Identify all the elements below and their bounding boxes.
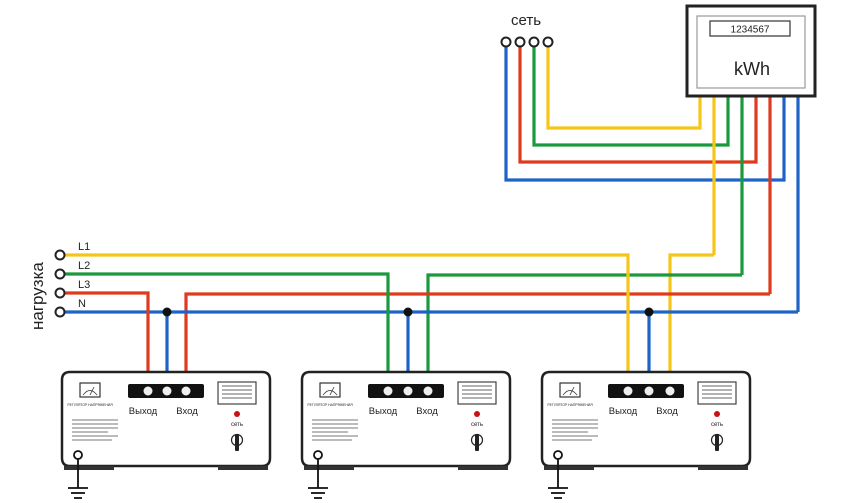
vent-grille [697,381,737,405]
grid-terminal [542,36,554,48]
ground-symbol [68,450,88,499]
ground-symbol [308,450,328,499]
info-text-lines [72,419,118,441]
line-label-l3: L3 [78,279,90,291]
load-terminal-l1 [54,249,66,261]
power-switch [710,433,724,451]
bus-wires [60,253,798,383]
meter-caption: РЕГУЛЯТОР НАПРЯЖЕНИЯ [67,403,113,407]
power-indicator [234,411,240,417]
power-label: сеть [711,422,723,428]
junction-dot [162,307,172,317]
panel-meter: РЕГУЛЯТОР НАПРЯЖЕНИЯ [307,382,353,407]
line-label-l2: L2 [78,260,90,272]
grid-label: сеть [511,12,541,29]
bus-l2 [426,273,742,383]
grid-terminal [500,36,512,48]
wire-grid-l1 [546,45,702,130]
ground-symbol [548,450,568,499]
wire-grid-n [504,45,786,182]
grid-terminal [528,36,540,48]
load-terminal-l3 [54,287,66,299]
output-label: Выход [369,406,398,417]
grid-terminals: сеть [500,12,554,48]
power-switch [470,433,484,451]
stabilizer-unit-2: РЕГУЛЯТОР НАПРЯЖЕНИЯ Выход Вход сеть [300,370,512,499]
panel-meter: РЕГУЛЯТОР НАПРЯЖЕНИЯ [547,382,593,407]
input-label: Вход [176,406,198,417]
bus-l3 [184,292,770,383]
power-indicator [474,411,480,417]
meter-display-value: 1234567 [731,25,770,36]
meter-unit-label: kWh [734,59,770,79]
junction-dot [644,307,654,317]
line-label-n: N [78,298,86,310]
meter-caption: РЕГУЛЯТОР НАПРЯЖЕНИЯ [307,403,353,407]
load-l3 [60,291,150,383]
load-terminal-l2 [54,268,66,280]
vent-grille [457,381,497,405]
meter-caption: РЕГУЛЯТОР НАПРЯЖЕНИЯ [547,403,593,407]
output-label: Выход [129,406,158,417]
info-text-lines [312,419,358,441]
junction-dots [162,307,654,317]
panel-meter: РЕГУЛЯТОР НАПРЯЖЕНИЯ [67,382,113,407]
power-indicator [714,411,720,417]
stabilizer-unit-3: РЕГУЛЯТОР НАПРЯЖЕНИЯ Выход Вход сеть [540,370,752,499]
meter-output-wires [712,96,800,312]
electricity-meter: 1234567 kWh [685,4,817,98]
load-wires [60,253,630,383]
power-label: сеть [471,422,483,428]
meter-display [709,20,791,37]
stabilizer-unit-1: РЕГУЛЯТОР НАПРЯЖЕНИЯ Выход Вход сеть [60,370,272,499]
wire-grid-l2 [532,45,730,147]
info-text-lines [552,419,598,441]
wire-grid-l3 [518,45,758,164]
line-label-l1: L1 [78,241,90,253]
grid-to-meter-wires [504,45,786,182]
power-switch [230,433,244,451]
bus-l1 [668,253,714,383]
input-label: Вход [416,406,438,417]
load-l2 [60,272,390,383]
output-label: Выход [609,406,638,417]
input-label: Вход [656,406,678,417]
vent-grille [217,381,257,405]
load-label: нагрузка [28,262,47,330]
junction-dot [403,307,413,317]
load-terminal-n [54,306,66,318]
load-terminals: нагрузка L1 L2 L3 N [28,241,90,330]
power-label: сеть [231,422,243,428]
load-l1 [60,253,630,383]
grid-terminal [514,36,526,48]
